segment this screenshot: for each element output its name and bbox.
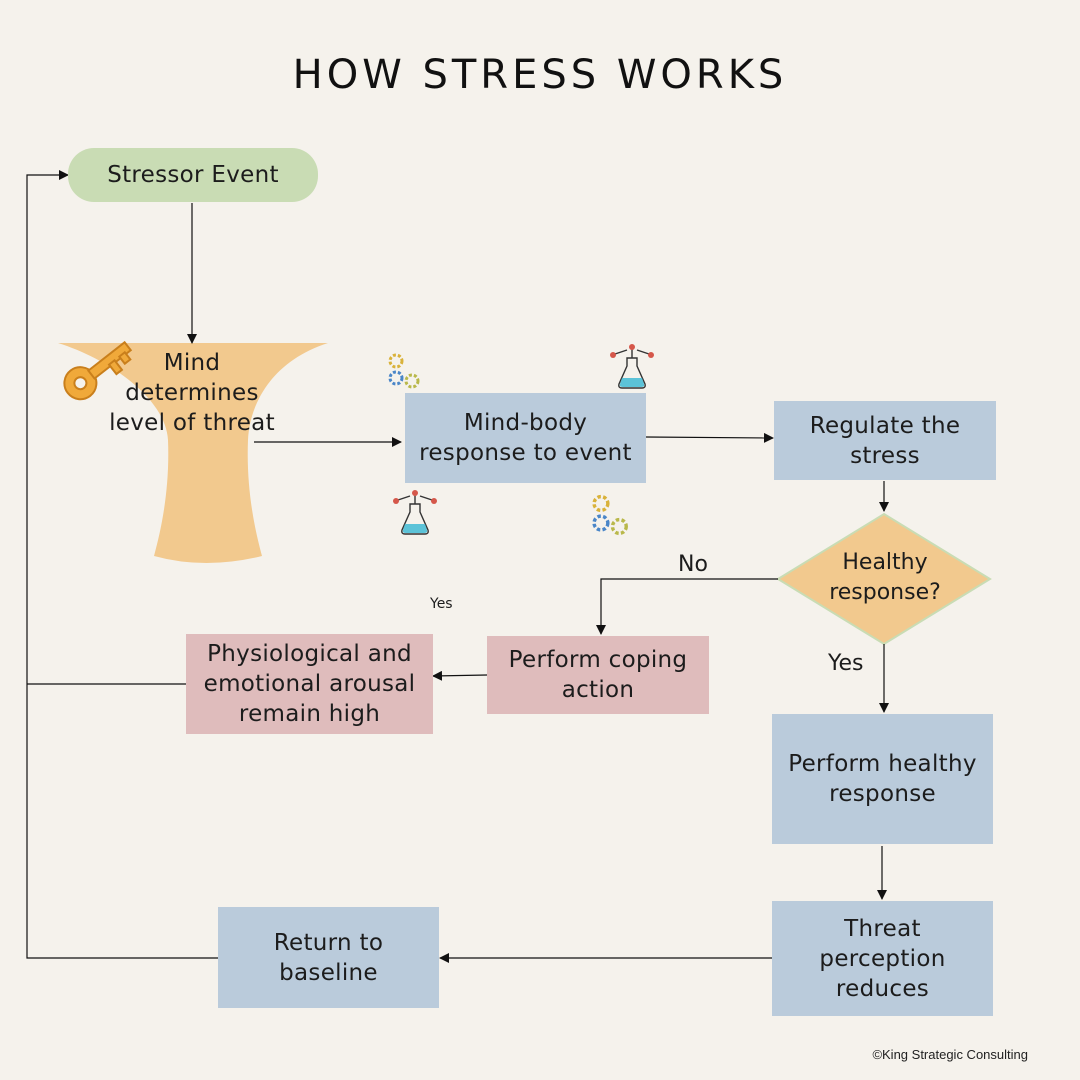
mind-body-node: Mind-body response to event [405, 393, 646, 483]
edge-label-yes: Yes [828, 651, 864, 676]
baseline-node: Return to baseline [218, 907, 439, 1008]
healthy-response-node: Perform healthy response [772, 714, 993, 844]
coping-action-node: Perform coping action [487, 636, 709, 714]
arrow-loop-back [26, 170, 218, 959]
key-icon [63, 340, 133, 401]
arrow-mindbody-to-regulate [645, 432, 774, 443]
gears-icon [592, 494, 628, 536]
flask-molecule-icon [393, 490, 437, 535]
edge-label-no: No [678, 552, 708, 577]
flask-molecule-icon [610, 344, 654, 389]
regulate-node: Regulate the stress [774, 401, 996, 480]
arrow-diamond-no [596, 578, 778, 635]
arrow-coping-to-arousal [432, 670, 488, 681]
gears-icon [388, 353, 420, 389]
copyright-text: ©King Strategic Consulting [872, 1047, 1028, 1062]
mind-threat-node: Mind determines level of threat [109, 350, 275, 436]
arousal-node: Physiological and emotional arousal rema… [186, 634, 433, 734]
healthy-question-node: Healthy response? [829, 550, 941, 605]
threat-reduces-node: Threat perception reduces [772, 901, 993, 1016]
page-title: HOW STRESS WORKS [292, 52, 788, 98]
stressor-event-node: Stressor Event [68, 148, 318, 202]
edge-label-yes-small: Yes [430, 596, 453, 612]
funnel-shape [58, 343, 328, 563]
